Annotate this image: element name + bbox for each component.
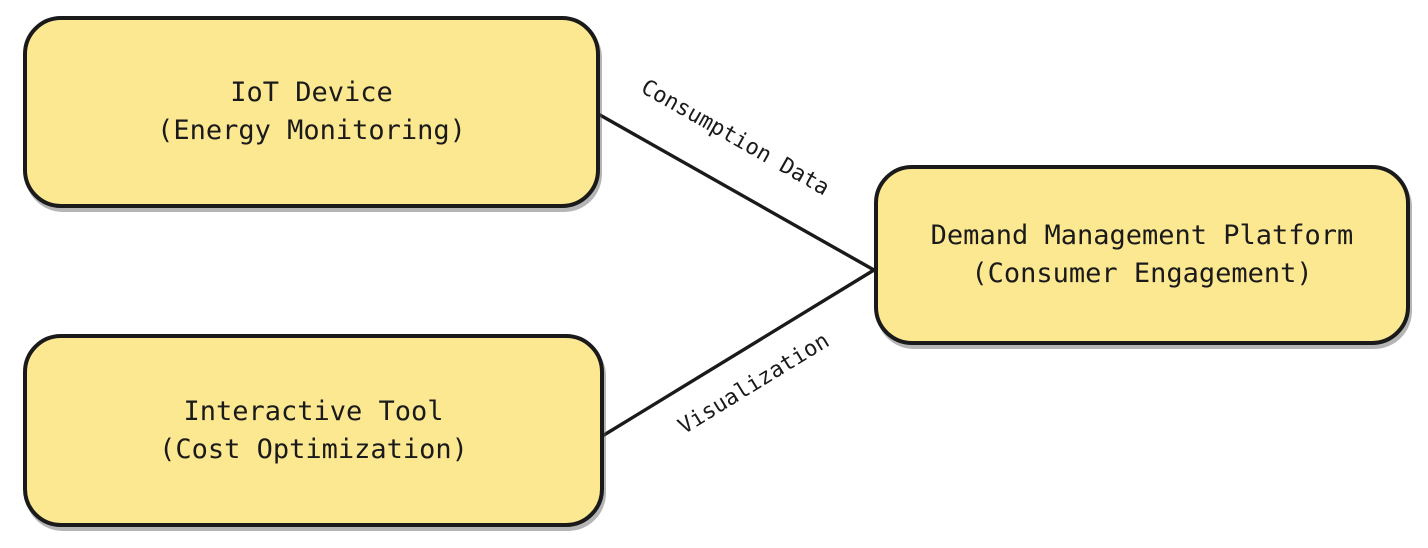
node-iot-device: IoT Device (Energy Monitoring) [23, 16, 600, 208]
node-interactive-tool: Interactive Tool (Cost Optimization) [23, 334, 604, 527]
node-demand-management-platform-subtitle: (Consumer Engagement) [971, 258, 1313, 289]
edge-label-visualization: Visualization [674, 328, 834, 440]
node-interactive-tool-title: Interactive Tool [183, 395, 444, 427]
node-iot-device-title: IoT Device [230, 77, 393, 108]
edge-visualization [602, 268, 876, 437]
node-demand-management-platform-title: Demand Management Platform [930, 220, 1354, 251]
edge-label-consumption-data: Consumption Data [636, 74, 834, 202]
node-demand-management-platform: Demand Management Platform (Consumer Eng… [874, 165, 1410, 345]
node-iot-device-subtitle: (Energy Monitoring) [157, 115, 466, 146]
node-interactive-tool-subtitle: (Cost Optimization) [159, 433, 468, 465]
